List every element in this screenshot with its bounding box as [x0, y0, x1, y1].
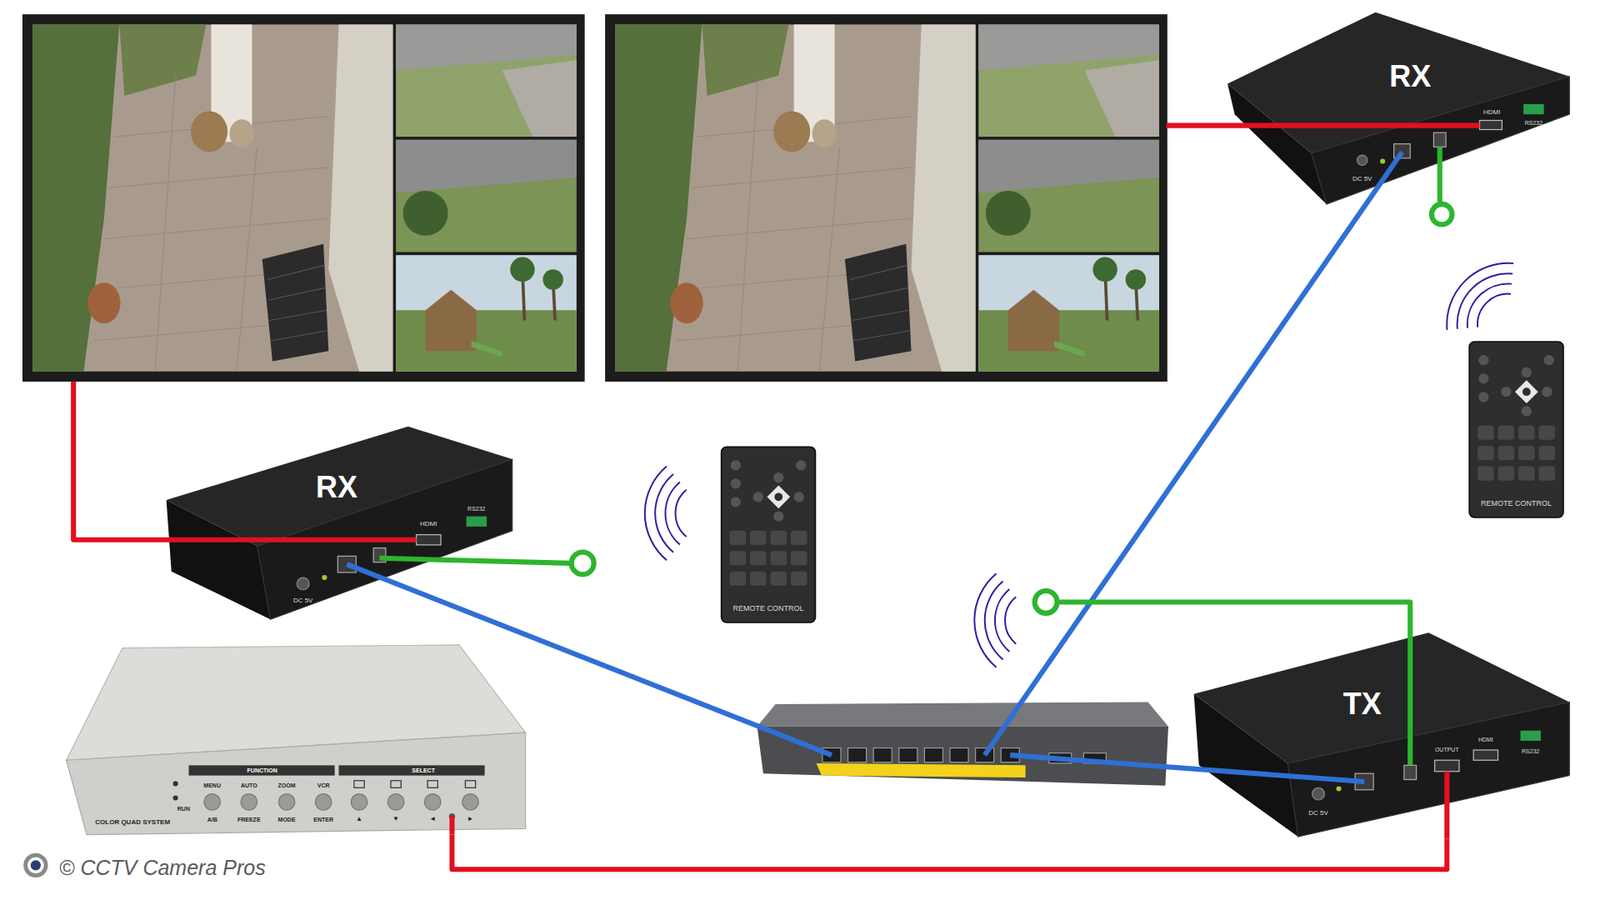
button-label-wrap: VCR	[317, 781, 330, 788]
port-label: RS232	[1525, 119, 1543, 125]
remote-label: REMOTE CONTROL	[733, 604, 805, 612]
panel-label-wrap: SELECT	[411, 767, 435, 774]
button-label: RUN	[177, 805, 190, 811]
button-label: MODE	[278, 816, 296, 823]
button-label-wrap: MODE	[278, 816, 296, 823]
quad-processor: FUNCTION SELECT MENU AUTO ZOOM VCR RUN A/B FREEZ…	[66, 645, 526, 835]
button-label-wrap: ▼	[392, 815, 400, 823]
button-label-wrap: ▲	[355, 815, 363, 823]
panel-label: SELECT	[411, 767, 435, 774]
port-label: DC 5V	[1352, 175, 1373, 183]
port-label: RS232	[1521, 748, 1540, 755]
button-label-wrap: MENU	[203, 781, 221, 788]
port-label: DC 5V	[293, 597, 314, 605]
device-label-wrap: TX	[1343, 689, 1382, 720]
button-label-wrap: FREEZE	[237, 816, 261, 823]
tx-transmitter: TX DC 5V OUTPUT HDMI RS232	[1194, 632, 1572, 839]
button-label: AUTO	[240, 781, 258, 788]
device-label: TX	[1343, 689, 1382, 720]
remote-control: REMOTE CONTROL	[1469, 341, 1564, 518]
port-label-wrap: RS232	[1521, 748, 1540, 755]
port-label-wrap: HDMI	[420, 520, 437, 528]
panel-label: FUNCTION	[247, 767, 278, 774]
port-label-wrap: OUTPUT	[1435, 745, 1460, 752]
button-label-wrap: ◄	[429, 815, 436, 823]
device-label-wrap: RX	[315, 472, 358, 503]
button-label: ▲	[355, 815, 363, 823]
remote-label-wrap: REMOTE CONTROL	[1480, 499, 1552, 507]
button-label-wrap: ►	[467, 815, 475, 823]
remote-label-wrap: REMOTE CONTROL	[733, 604, 805, 612]
product-name-wrap: COLOR QUAD SYSTEM	[95, 819, 170, 826]
button-label: ZOOM	[278, 781, 296, 788]
port-label: DC 5V	[1308, 810, 1329, 817]
watermark-wrap: © CCTV Camera Pros	[59, 856, 266, 878]
port-label-wrap: DC 5V	[1352, 175, 1373, 183]
button-label-wrap: RUN	[177, 805, 190, 811]
device-label: RX	[1389, 61, 1431, 92]
button-label-wrap: AUTO	[240, 781, 258, 788]
port-label: OUTPUT	[1435, 745, 1460, 752]
port-label-wrap: DC 5V	[1308, 810, 1329, 817]
port-label: HDMI	[1478, 735, 1494, 742]
device-label: RX	[315, 472, 358, 503]
port-label-wrap: RS232	[467, 505, 485, 511]
watermark: © CCTV Camera Pros	[59, 856, 266, 878]
panel-label-wrap: FUNCTION	[247, 767, 278, 774]
port-label-wrap: DC 5V	[293, 597, 314, 605]
rx-receiver: RX DC 5V HDMI RS232	[166, 426, 514, 621]
port-label: RS232	[467, 505, 485, 511]
rx-receiver: RX DC 5V HDMI RS232	[1224, 10, 1574, 210]
button-label: A/B	[207, 816, 218, 823]
button-label: FREEZE	[237, 816, 261, 823]
button-label: MENU	[203, 781, 221, 788]
port-label-wrap: HDMI	[1483, 109, 1500, 116]
button-label-wrap: A/B	[207, 816, 218, 823]
button-label-wrap: ENTER	[313, 816, 334, 823]
button-label-wrap: ZOOM	[278, 781, 296, 788]
button-label: VCR	[317, 781, 330, 788]
hdmi-cable	[451, 835, 1447, 870]
remote-control: REMOTE CONTROL	[721, 446, 816, 623]
product-name: COLOR QUAD SYSTEM	[95, 819, 170, 826]
device-label-wrap: RX	[1389, 61, 1431, 92]
port-label: HDMI	[1483, 109, 1500, 116]
port-label: HDMI	[420, 520, 437, 528]
button-label: ▼	[392, 815, 400, 823]
button-label: ◄	[429, 815, 436, 823]
button-label: ENTER	[313, 816, 334, 823]
port-label-wrap: RS232	[1525, 119, 1543, 125]
button-label: ►	[467, 815, 475, 823]
remote-label: REMOTE CONTROL	[1480, 499, 1552, 507]
port-label-wrap: HDMI	[1478, 735, 1494, 742]
